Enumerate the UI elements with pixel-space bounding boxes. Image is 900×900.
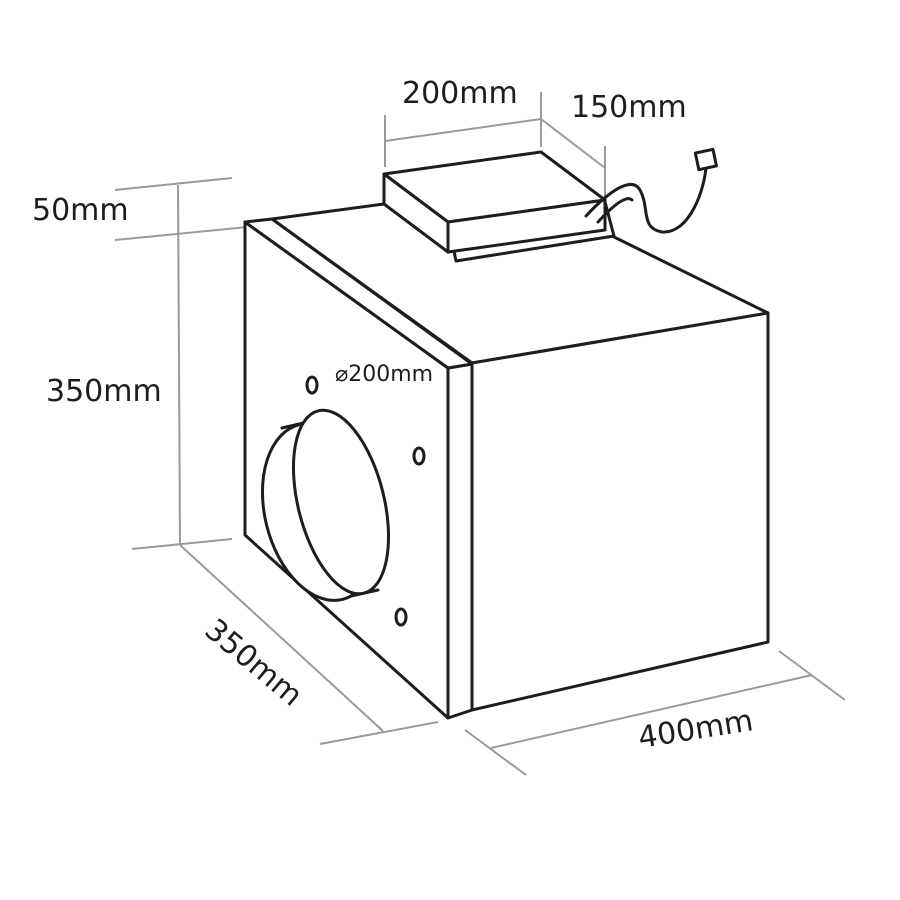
duct-ring-front	[291, 408, 391, 596]
dim-50-ext-bottom	[114, 225, 259, 241]
dim-400-line	[490, 674, 813, 749]
label-top-width: 200mm	[402, 76, 518, 111]
dim-350-ext-bottom	[131, 538, 233, 550]
label-outlet-diameter: ⌀200mm	[335, 362, 433, 387]
screw-hole-icon	[412, 446, 426, 466]
dim-depth-ext	[319, 721, 439, 745]
dim-150-line	[540, 118, 606, 169]
front-rim-top	[243, 217, 474, 370]
label-body-depth: 350mm	[198, 612, 309, 713]
dim-depth-line	[179, 544, 384, 732]
plug-connector-icon	[693, 147, 718, 172]
dim-50-ext-top	[114, 177, 233, 191]
front-rim-edge	[446, 362, 474, 720]
top-outlet-box	[382, 150, 616, 263]
dim-height-line	[177, 184, 181, 546]
label-body-height: 350mm	[46, 374, 162, 409]
screw-hole-icon	[394, 607, 408, 627]
label-top-height: 50mm	[32, 193, 129, 228]
screw-hole-icon	[305, 375, 319, 395]
mounting-holes	[305, 375, 426, 627]
dim-400-ext-left	[464, 729, 527, 776]
dim-200-line	[384, 118, 542, 142]
cable-wire	[584, 164, 708, 234]
cable-wire-inner	[596, 197, 634, 224]
round-duct-outlet	[260, 408, 391, 602]
body-side-face	[470, 311, 770, 712]
dimension-lines	[114, 92, 846, 776]
label-top-depth: 150mm	[571, 90, 687, 125]
top-box-front-side	[446, 198, 607, 254]
fan-body	[243, 202, 770, 720]
power-cable	[584, 147, 718, 234]
